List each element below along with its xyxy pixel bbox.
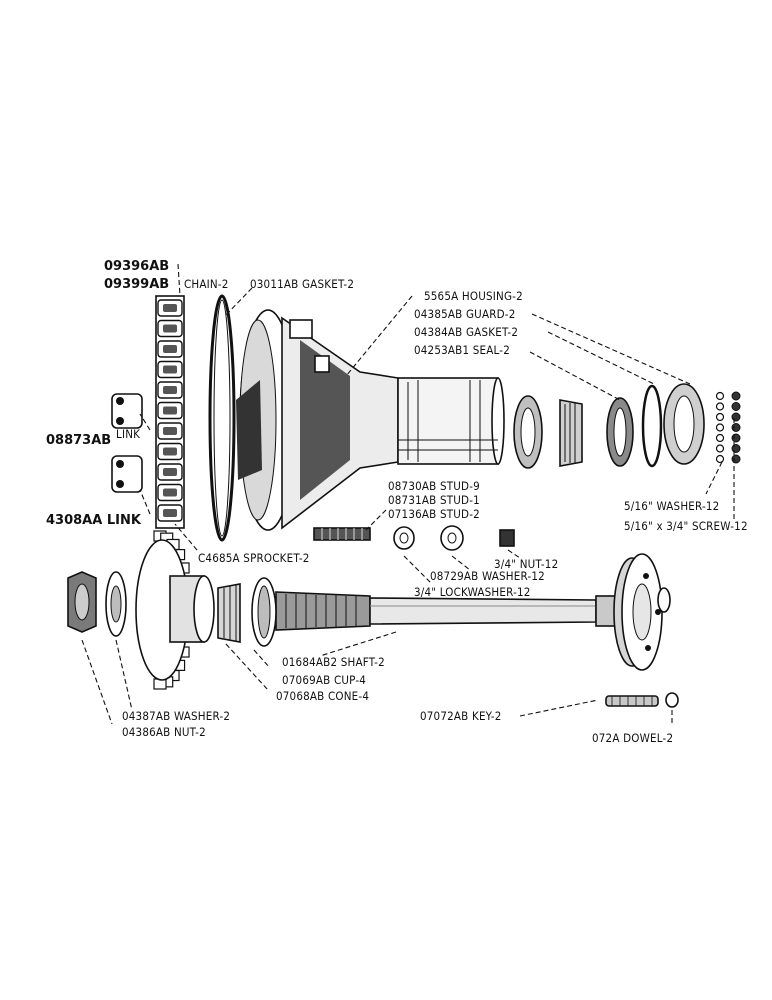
lockwasher: [393, 526, 415, 550]
guard: [663, 383, 705, 465]
label-screw: 5/16" x 3/4" SCREW-12: [624, 519, 748, 533]
label-shaft: 01684AB2 SHAFT-2: [282, 655, 385, 669]
label-guard: 04385AB GUARD-2: [414, 307, 516, 321]
chain-roller: [163, 365, 177, 374]
small-gasket: [641, 384, 663, 468]
label-link-a: 08873AB: [46, 433, 111, 448]
label-washer-frac: 5/16" WASHER-12: [624, 499, 719, 513]
label-big-nut: 04386AB NUT-2: [122, 725, 206, 739]
label-chain: CHAIN-2: [184, 277, 229, 291]
key: [605, 695, 659, 707]
label-chain-part-a: 09396AB: [104, 259, 169, 274]
label-link-b: 4308AA LINK: [46, 513, 142, 528]
chain-roller: [163, 324, 177, 333]
shaft: [275, 553, 671, 671]
small-washer: [715, 444, 725, 453]
label-main-gasket: 03011AB GASKET-2: [250, 277, 354, 291]
small-screw: [731, 412, 741, 422]
small-washer: [715, 433, 725, 443]
small-screw: [731, 454, 741, 464]
big-washer: [105, 571, 127, 637]
label-small-nut: 3/4" NUT-12: [494, 557, 558, 571]
label-housing: 5565A HOUSING-2: [424, 289, 523, 303]
sprocket: [135, 530, 215, 690]
chain-roller: [163, 406, 177, 415]
washer-08729ab: [440, 525, 464, 551]
chain: [155, 295, 185, 529]
housing: [236, 309, 505, 531]
label-seal: 04253AB1 SEAL-2: [414, 343, 510, 357]
labels: 09396AB 09399AB CHAIN-2 03011AB GASKET-2…: [46, 259, 748, 745]
label-stud-b: 08731AB STUD-1: [388, 493, 480, 507]
small-screw: [731, 391, 741, 401]
small-screw: [731, 402, 741, 411]
housing-bearing-cup: [513, 395, 543, 469]
main-gasket: [208, 294, 236, 542]
small-washer: [715, 412, 725, 422]
leader-lines: [81, 263, 735, 726]
chain-roller: [163, 447, 177, 456]
chain-roller: [163, 427, 177, 435]
small-screw: [731, 444, 741, 453]
label-key: 07072AB KEY-2: [420, 709, 502, 723]
label-stud-c: 07136AB STUD-2: [388, 507, 480, 521]
label-cup: 07069AB CUP-4: [282, 673, 366, 687]
label-dowel: 072A DOWEL-2: [592, 731, 673, 745]
label-sprocket: C4685A SPROCKET-2: [198, 551, 310, 565]
label-lockwasher: 3/4" LOCKWASHER-12: [414, 585, 531, 599]
chain-roller: [163, 468, 177, 476]
small-screw: [731, 433, 741, 443]
label-link-a-suffix: LINK: [116, 427, 140, 441]
label-chain-part-b: 09399AB: [104, 277, 169, 292]
label-big-washer: 04387AB WASHER-2: [122, 709, 230, 723]
washers-and-screws: [715, 391, 741, 464]
small-washer: [715, 402, 725, 411]
stud: [313, 527, 371, 541]
small-washer: [715, 454, 725, 464]
chain-roller: [163, 509, 177, 517]
chain-roller: [163, 386, 177, 394]
link-4308aa: [111, 455, 143, 493]
dowel: [665, 692, 679, 708]
label-cone: 07068AB CONE-4: [276, 689, 369, 703]
chain-roller: [163, 345, 177, 353]
link-08873ab: [111, 393, 143, 429]
label-stud-a: 08730AB STUD-9: [388, 479, 480, 493]
small-washer: [715, 391, 725, 401]
label-washer-mid: 08729AB WASHER-12: [430, 569, 545, 583]
small-nut: [499, 529, 515, 547]
housing-bearing-cone: [559, 399, 583, 467]
chain-roller: [163, 304, 177, 312]
label-small-gasket: 04384AB GASKET-2: [414, 325, 518, 339]
small-screw: [731, 423, 741, 432]
big-nut: [67, 571, 97, 633]
seal: [606, 397, 634, 467]
small-washer: [715, 423, 725, 432]
shaft-bearing-cup: [251, 577, 277, 647]
chain-roller: [163, 488, 177, 497]
shaft-bearing-cone: [217, 583, 241, 643]
